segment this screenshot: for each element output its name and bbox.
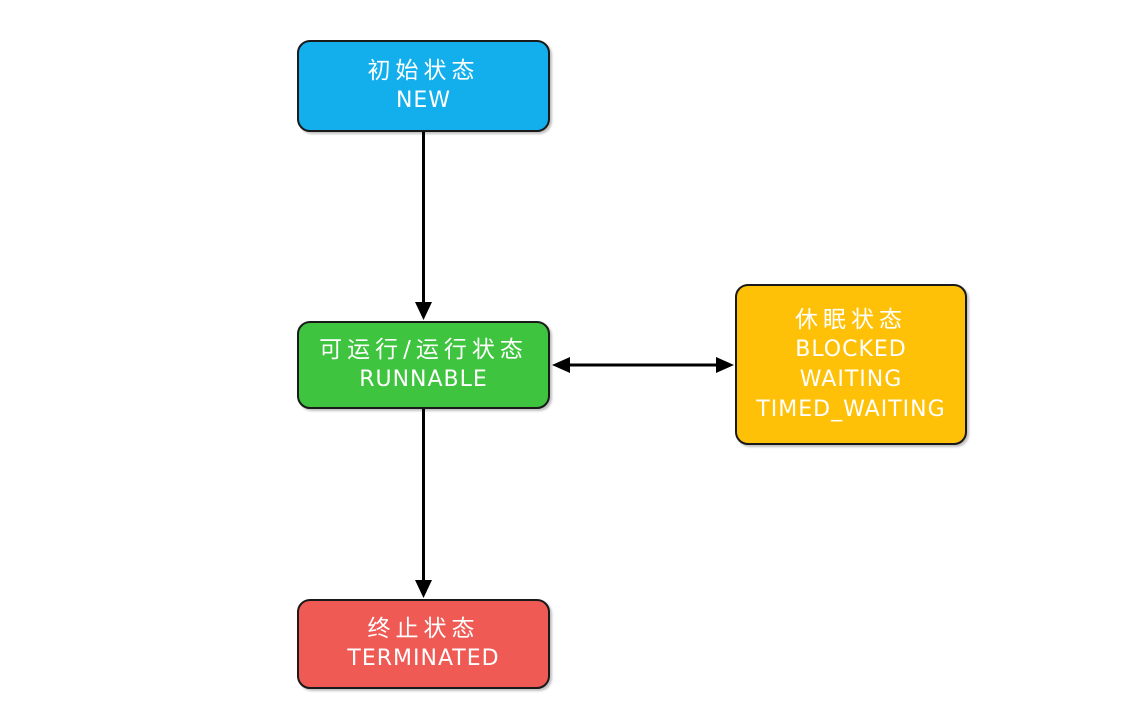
node-terminated-label-en: TERMINATED	[347, 646, 500, 671]
edge-runnable-sleeping	[552, 357, 734, 373]
node-runnable-label-zh: 可运行/运行状态	[319, 337, 528, 363]
node-sleeping-label-zh: 休眠状态	[795, 306, 907, 333]
arrowhead-down-icon	[415, 302, 432, 320]
node-new-label-zh: 初始状态	[367, 58, 480, 84]
edge-runnable-to-terminated	[415, 409, 432, 598]
node-sleeping: 休眠状态 BLOCKED WAITING TIMED_WAITING	[735, 284, 967, 445]
node-runnable: 可运行/运行状态 RUNNABLE	[297, 321, 550, 409]
node-sleeping-label-waiting: WAITING	[799, 366, 903, 392]
edge-new-to-runnable	[415, 132, 432, 320]
node-terminated: 终止状态 TERMINATED	[297, 599, 550, 689]
node-runnable-label-en: RUNNABLE	[359, 367, 488, 392]
arrowhead-right-icon	[716, 357, 734, 373]
node-new-label-en: NEW	[395, 88, 452, 113]
node-new: 初始状态 NEW	[297, 40, 550, 132]
node-terminated-label-zh: 终止状态	[367, 616, 480, 642]
arrowhead-down-icon	[415, 580, 432, 598]
arrowhead-left-icon	[552, 357, 570, 373]
node-sleeping-label-timed-waiting: TIMED_WAITING	[756, 396, 946, 422]
node-sleeping-label-blocked: BLOCKED	[795, 336, 907, 362]
